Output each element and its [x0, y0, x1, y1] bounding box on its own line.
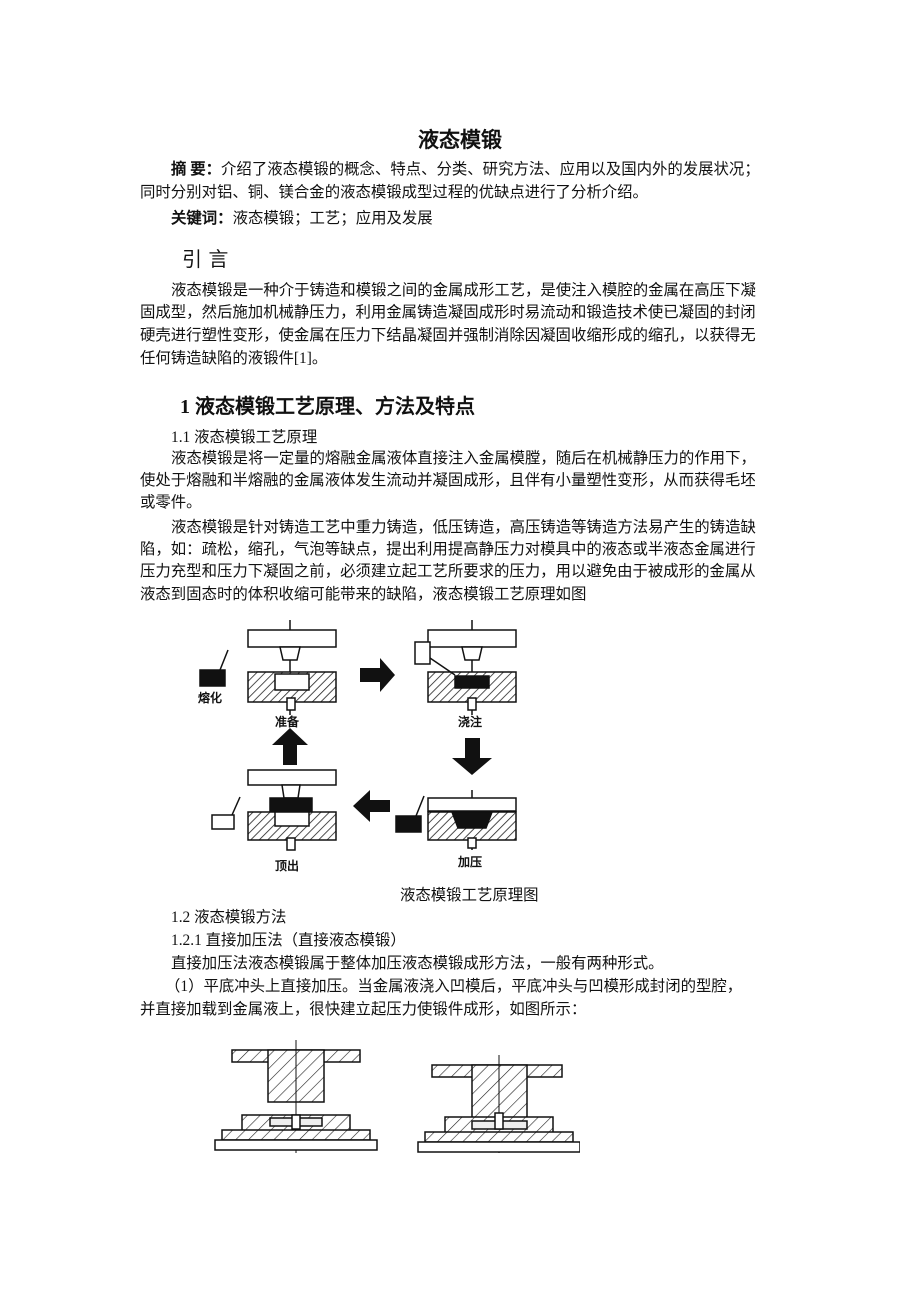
para-line: 使处于熔融和半熔融的金属液体发生流动并凝固成形，且伴有小量塑性变形，从而获得毛坯: [140, 472, 756, 489]
stage-press: [395, 790, 517, 850]
abstract-text: 介绍了液态模锻的概念、特点、分类、研究方法、应用以及国内外的发展状况；: [221, 161, 760, 178]
process-diagram: 熔化 准备 浇注 加压 顶出: [198, 620, 517, 873]
para-line: （1）平底冲头上直接加压。当金属液浇入凹模后，平底冲头与凹模形成封闭的型腔，: [165, 978, 743, 995]
document-title: 液态模锻: [418, 128, 502, 152]
para-line: 液态模锻是针对铸造工艺中重力铸造，低压铸造，高压铸造等铸造方法易产生的铸造缺: [171, 519, 756, 536]
figure1-caption: 液态模锻工艺原理图: [400, 887, 539, 904]
label-melt: 熔化: [198, 690, 222, 705]
die-open: [214, 1040, 378, 1153]
para-line: 液态模锻是将一定量的熔融金属液体直接注入金属模膛，随后在机械静压力的作用下，: [171, 450, 756, 467]
arrow-left-icon: [353, 790, 390, 822]
keywords-label: 关键词：: [171, 210, 233, 227]
para-line: 直接加压法液态模锻属于整体加压液态模锻成形方法，一般有两种形式。: [171, 955, 664, 972]
intro-line: 硬壳进行塑性变形，使金属在压力下结晶凝固并强制消除因凝固收缩形成的缩孔，以获得无: [140, 327, 756, 344]
die-closed: [417, 1055, 580, 1153]
arrow-right-icon: [360, 658, 395, 692]
abstract-line-1: 摘 要：介绍了液态模锻的概念、特点、分类、研究方法、应用以及国内外的发展状况；: [171, 159, 816, 181]
para-line: 陷，如：疏松，缩孔，气泡等缺点，提出利用提高静压力对模具中的液态或半液态金属进行: [140, 541, 756, 558]
stage-prepare: [199, 620, 337, 715]
subsection-1-2-1: 1.2.1 直接加压法（直接液态模锻）: [171, 932, 406, 949]
arrow-up-icon: [272, 728, 308, 765]
keywords-line: 关键词：液态模锻；工艺；应用及发展: [171, 208, 816, 230]
keywords-text: 液态模锻；工艺；应用及发展: [232, 210, 433, 227]
para-line: 压力充型和压力下凝固之前，必须建立起工艺所要求的压力，用以避免由于被成形的金属从: [140, 563, 756, 580]
stage-pour: [414, 620, 517, 715]
intro-heading: 引 言: [182, 247, 229, 271]
intro-line: 液态模锻是一种介于铸造和模锻之间的金属成形工艺，是使注入模腔的金属在高压下凝: [171, 282, 756, 299]
label-prepare: 准备: [275, 714, 300, 729]
stage-eject: [211, 769, 337, 851]
section1-heading: 1 液态模锻工艺原理、方法及特点: [180, 396, 475, 418]
label-press: 加压: [457, 854, 482, 869]
abstract-label: 摘 要：: [171, 161, 222, 178]
abstract-line-2: 同时分别对铝、铜、镁合金的液态模锻成型过程的优缺点进行了分析介绍。: [140, 184, 648, 201]
label-eject: 顶出: [275, 858, 299, 873]
direct-press-diagram: [214, 1040, 580, 1153]
arrow-down-icon: [452, 738, 492, 775]
subsection-1-2: 1.2 液态模锻方法: [171, 909, 287, 926]
para-line: 液态到固态时的体积收缩可能带来的缺陷，液态模锻工艺原理如图: [140, 586, 587, 603]
subsection-1-1: 1.1 液态模锻工艺原理: [171, 429, 318, 446]
para-line: 或零件。: [140, 494, 202, 511]
para-line: 并直接加载到金属液上，很快建立起压力使锻件成形，如图所示：: [140, 1001, 587, 1018]
intro-line: 固成型，然后施加机械静压力，利用金属铸造凝固成形时易流动和锻造技术使已凝固的封闭: [140, 304, 756, 321]
intro-line: 任何铸造缺陷的液锻件[1]。: [140, 350, 328, 367]
label-pour: 浇注: [458, 714, 482, 729]
